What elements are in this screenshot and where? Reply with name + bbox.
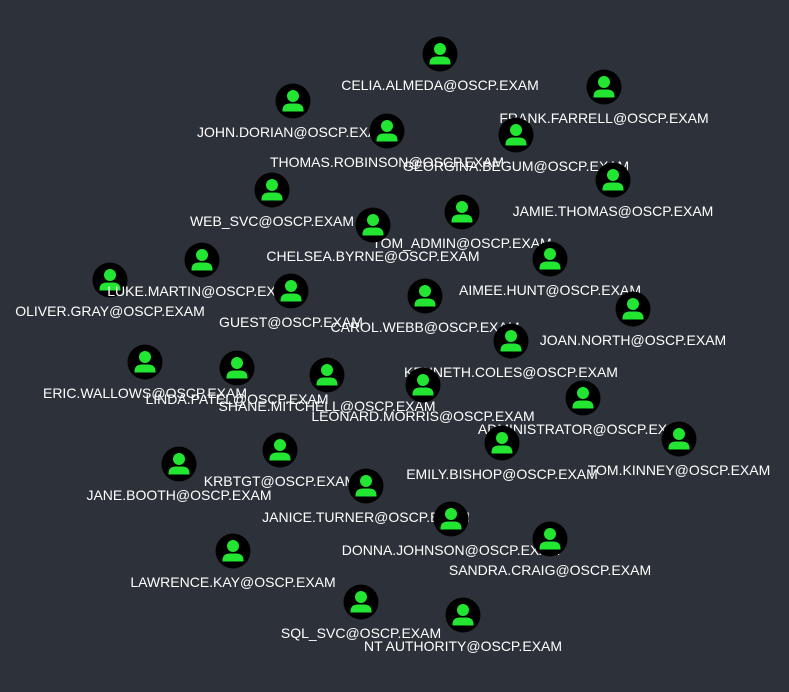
user-node-label: JAMIE.THOMAS@OSCP.EXAM <box>512 203 714 219</box>
user-node-jane-booth[interactable] <box>161 446 197 482</box>
user-icon <box>127 344 163 380</box>
user-icon <box>586 69 622 105</box>
user-icon <box>262 432 298 468</box>
user-icon <box>565 380 601 416</box>
user-node-label: LINDA.PATEL@OSCP.EXAM <box>145 391 329 407</box>
user-node-leonard-morris[interactable] <box>405 367 441 403</box>
user-icon <box>219 350 255 386</box>
user-icon <box>355 207 391 243</box>
user-node-eric-wallows[interactable] <box>127 344 163 380</box>
user-node-luke-martin[interactable] <box>184 242 220 278</box>
user-node-label: SHANE.MITCHELL@OSCP.EXAM <box>218 398 436 414</box>
user-node-lawrence-kay[interactable] <box>215 533 251 569</box>
user-icon <box>615 291 651 327</box>
user-node-label: TOM_ADMIN@OSCP.EXAM <box>372 235 552 251</box>
user-node-label: LEONARD.MORRIS@OSCP.EXAM <box>311 408 535 424</box>
user-node-krbtgt[interactable] <box>262 432 298 468</box>
user-node-aimee-hunt[interactable] <box>532 241 568 277</box>
user-node-linda-patel[interactable] <box>219 350 255 386</box>
user-node-shane-mitchell[interactable] <box>309 357 345 393</box>
user-icon <box>433 501 469 537</box>
user-node-thomas-robinson[interactable] <box>369 113 405 149</box>
user-icon <box>422 36 458 72</box>
user-icon <box>348 468 384 504</box>
user-icon <box>445 597 481 633</box>
user-node-label: DONNA.JOHNSON@OSCP.EXAM <box>341 542 561 558</box>
user-node-tom-kinney[interactable] <box>661 421 697 457</box>
user-icon <box>405 367 441 403</box>
user-node-joan-north[interactable] <box>615 291 651 327</box>
user-icon <box>254 172 290 208</box>
user-node-donna-johnson[interactable] <box>433 501 469 537</box>
user-icon <box>595 162 631 198</box>
user-node-label: GUEST@OSCP.EXAM <box>219 314 363 330</box>
user-node-label: THOMAS.ROBINSON@OSCP.EXAM <box>269 154 505 170</box>
user-icon <box>498 117 534 153</box>
user-node-chelsea-byrne[interactable] <box>355 207 391 243</box>
user-icon <box>444 194 480 230</box>
user-node-sandra-craig[interactable] <box>532 521 568 557</box>
user-node-label: JANE.BOOTH@OSCP.EXAM <box>86 487 272 503</box>
user-node-label: EMILY.BISHOP@OSCP.EXAM <box>406 466 598 482</box>
user-node-celia-almeda[interactable] <box>422 36 458 72</box>
user-node-label: WEB_SVC@OSCP.EXAM <box>189 213 355 229</box>
user-node-frank-farrell[interactable] <box>586 69 622 105</box>
user-node-label: JOAN.NORTH@OSCP.EXAM <box>539 332 727 348</box>
user-node-label: CAROL.WEBB@OSCP.EXAM <box>330 319 520 335</box>
user-node-label: AIMEE.HUNT@OSCP.EXAM <box>459 282 641 298</box>
user-icon <box>275 83 311 119</box>
user-icon <box>343 584 379 620</box>
user-node-georgina-begum[interactable] <box>498 117 534 153</box>
user-node-emily-bishop[interactable] <box>484 425 520 461</box>
user-node-jamie-thomas[interactable] <box>595 162 631 198</box>
user-node-janice-turner[interactable] <box>348 468 384 504</box>
user-icon <box>184 242 220 278</box>
user-icon <box>92 262 128 298</box>
user-node-label: SANDRA.CRAIG@OSCP.EXAM <box>448 562 652 578</box>
user-icon <box>532 241 568 277</box>
user-node-label: CELIA.ALMEDA@OSCP.EXAM <box>341 77 539 93</box>
user-icon <box>215 533 251 569</box>
user-node-john-dorian[interactable] <box>275 83 311 119</box>
user-node-label: CHELSEA.BYRNE@OSCP.EXAM <box>266 248 480 264</box>
user-icon <box>493 323 529 359</box>
user-icon <box>407 278 443 314</box>
user-node-nt-authority[interactable] <box>445 597 481 633</box>
user-icon <box>369 113 405 149</box>
user-node-carol-webb[interactable] <box>407 278 443 314</box>
user-node-label: KRBTGT@OSCP.EXAM <box>203 473 357 489</box>
user-node-kenneth-coles[interactable] <box>493 323 529 359</box>
user-node-label: OLIVER.GRAY@OSCP.EXAM <box>15 303 205 319</box>
user-node-administrator[interactable] <box>565 380 601 416</box>
user-node-label: LUKE.MARTIN@OSCP.EXAM <box>107 283 297 299</box>
user-node-label: JOHN.DORIAN@OSCP.EXAM <box>196 124 390 140</box>
user-node-label: ERIC.WALLOWS@OSCP.EXAM <box>42 385 248 401</box>
user-icon <box>309 357 345 393</box>
user-icon <box>161 446 197 482</box>
user-icon <box>661 421 697 457</box>
user-node-oliver-gray[interactable] <box>92 262 128 298</box>
user-node-guest[interactable] <box>273 273 309 309</box>
user-icon <box>484 425 520 461</box>
user-node-label: SQL_SVC@OSCP.EXAM <box>280 625 442 641</box>
user-node-label: LAWRENCE.KAY@OSCP.EXAM <box>130 574 336 590</box>
user-icon <box>273 273 309 309</box>
user-node-sql-svc[interactable] <box>343 584 379 620</box>
user-node-label: NT AUTHORITY@OSCP.EXAM <box>363 638 563 654</box>
user-icon <box>532 521 568 557</box>
user-node-tom-admin[interactable] <box>444 194 480 230</box>
user-node-web-svc[interactable] <box>254 172 290 208</box>
user-node-label: TOM.KINNEY@OSCP.EXAM <box>587 462 771 478</box>
